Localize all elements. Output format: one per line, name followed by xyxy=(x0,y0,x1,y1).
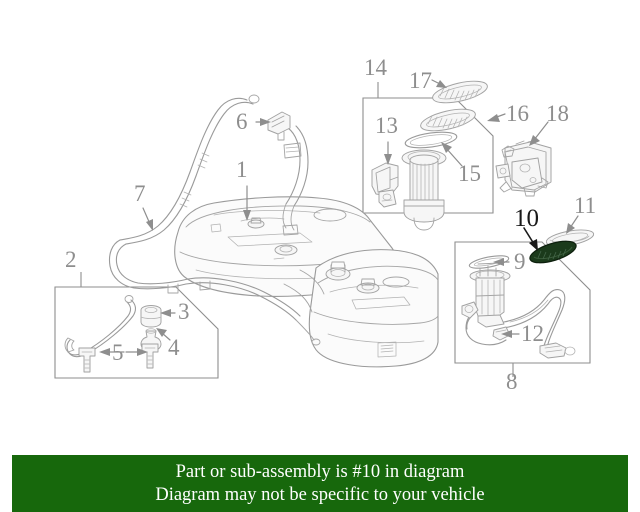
bolt-5-left xyxy=(78,347,96,373)
fuel-pump-control-module-18 xyxy=(495,139,552,197)
grommet-3 xyxy=(140,305,162,328)
hose-clip-6 xyxy=(267,111,291,141)
group-box-8 xyxy=(454,241,591,377)
callout-11: 11 xyxy=(574,193,597,218)
notice-line-1: Part or sub-assembly is #10 in diagram xyxy=(175,462,465,482)
callout-18: 18 xyxy=(546,101,569,126)
callout-7: 7 xyxy=(134,181,146,206)
highlighted-part-10 xyxy=(529,240,577,264)
lock-ring-17 xyxy=(432,80,488,104)
fuel-tank-body xyxy=(174,196,439,368)
callout-15: 15 xyxy=(458,161,481,186)
part-notice-banner: Part or sub-assembly is #10 in diagram D… xyxy=(12,455,628,512)
callout-12: 12 xyxy=(521,321,544,346)
callout-8: 8 xyxy=(506,369,518,394)
tank-strap xyxy=(64,295,136,358)
fuel-filler-hose xyxy=(108,94,321,346)
callout-16: 16 xyxy=(506,101,529,126)
callout-9: 9 xyxy=(514,249,526,274)
callout-10: 10 xyxy=(514,205,539,232)
notice-line-2: Diagram may not be specific to your vehi… xyxy=(155,485,485,505)
callout-4: 4 xyxy=(168,335,180,360)
fuel-pump-assembly-13-15 xyxy=(371,131,458,231)
leader-lines xyxy=(99,79,579,356)
callout-2: 2 xyxy=(65,247,77,272)
callout-1: 1 xyxy=(236,157,248,182)
callout-3: 3 xyxy=(178,299,190,324)
callout-5: 5 xyxy=(112,340,124,365)
callout-13: 13 xyxy=(375,113,398,138)
callout-14: 14 xyxy=(364,55,387,80)
fuel-sender-module-9-12 xyxy=(461,255,576,359)
group-box-2 xyxy=(54,272,219,379)
bolt-5-right xyxy=(141,343,159,369)
seal-ring-16 xyxy=(420,108,476,132)
callout-6: 6 xyxy=(236,109,248,134)
callout-17: 17 xyxy=(409,68,432,93)
